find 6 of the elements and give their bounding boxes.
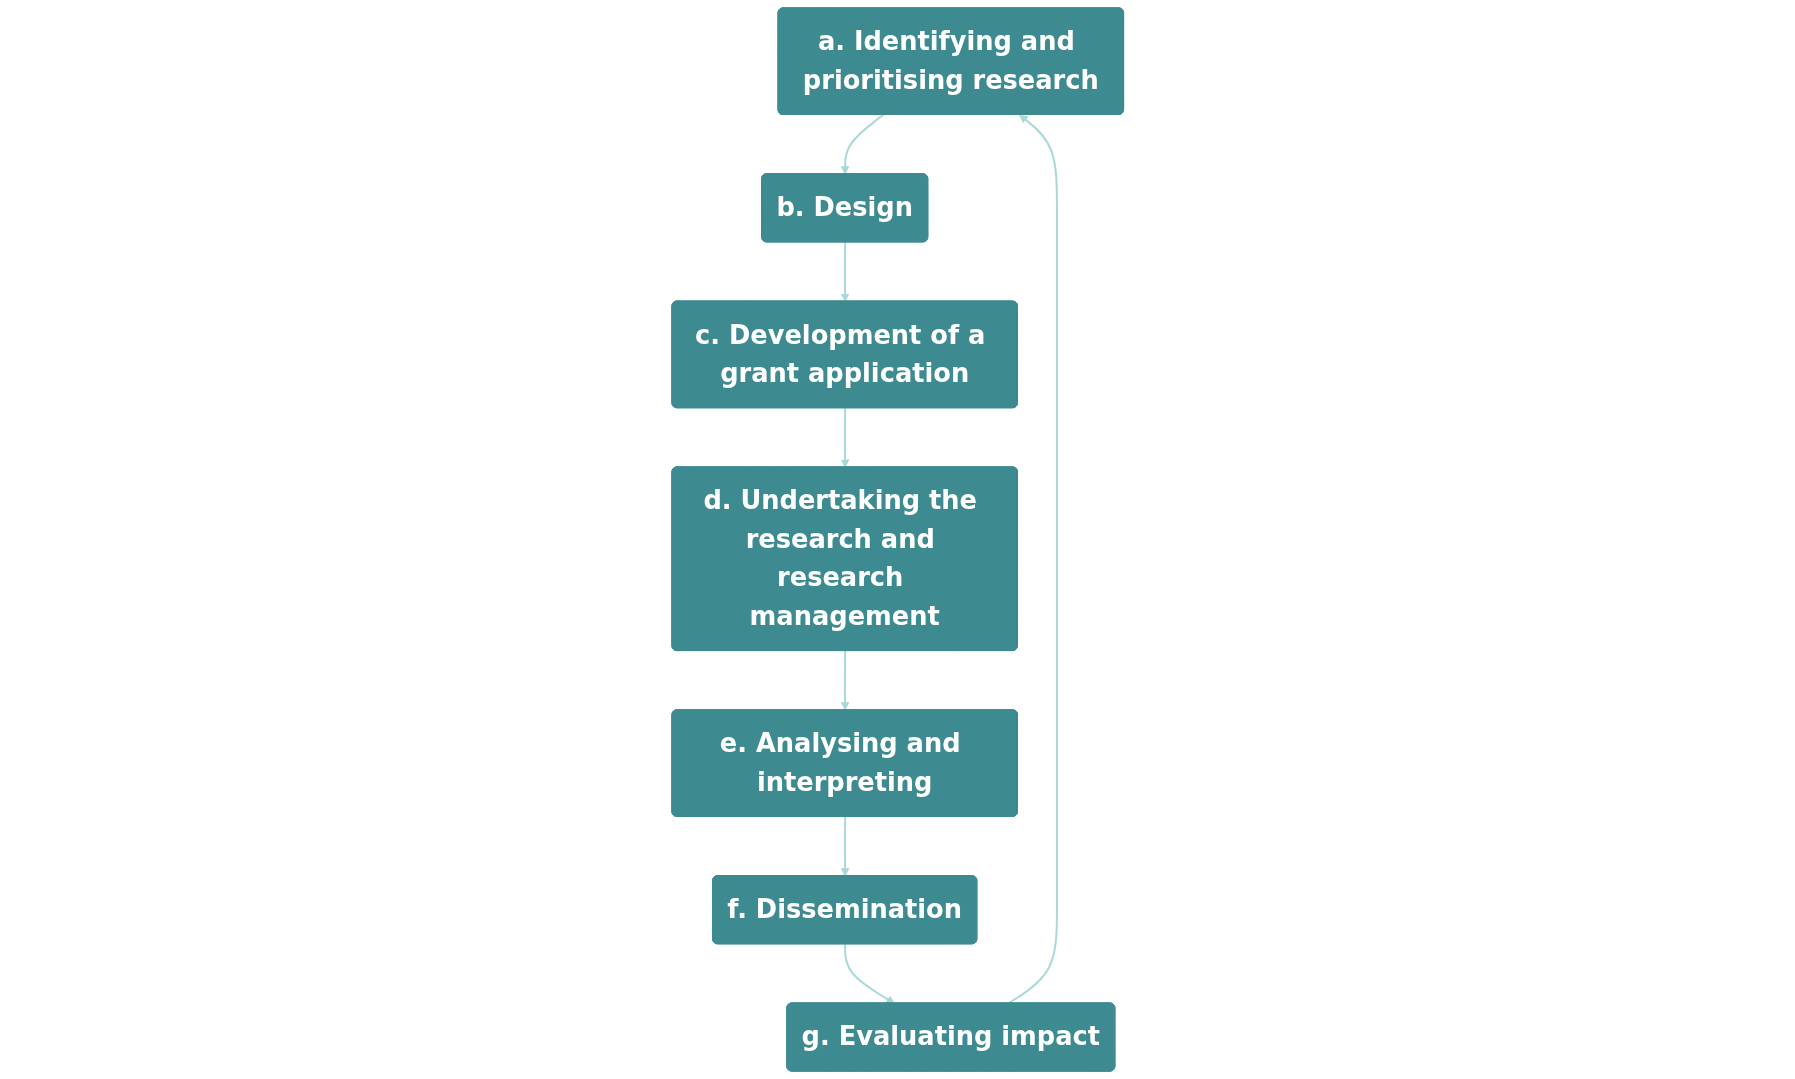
arrow <box>840 815 850 877</box>
arrow <box>840 114 884 175</box>
arrow <box>843 943 895 1004</box>
arrow <box>840 241 850 302</box>
arrow <box>840 650 850 711</box>
arrow <box>840 407 850 468</box>
